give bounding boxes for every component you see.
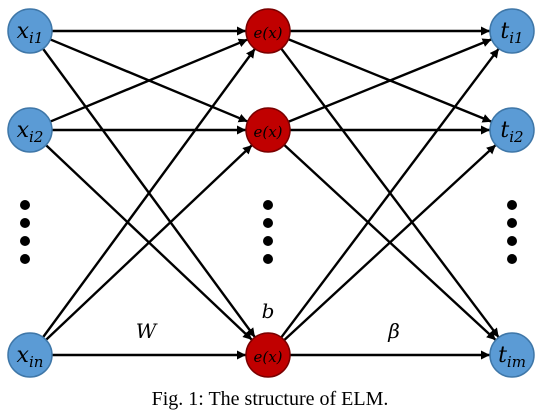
input-node-2-label: xi2 (17, 118, 44, 146)
edge-0-1-to-1-0 (49, 38, 249, 123)
nodes-group: xi1 xi2 xin e(x) e(x) e(x) ti1 ti2 tim (7, 8, 535, 378)
input-node-1-label: xi1 (17, 19, 44, 47)
edges-group (42, 26, 500, 360)
edge-0-2-to-1-1 (45, 144, 253, 341)
ellipsis-dot-layer2-0 (507, 200, 517, 210)
ellipsis-dot-layer2-1 (507, 218, 517, 228)
hidden-node-1-label: e(x) (253, 24, 282, 42)
input-weights-label: W (136, 319, 158, 343)
ellipsis-dot-layer1-1 (263, 218, 273, 228)
edge-0-2-to-1-0 (42, 48, 256, 338)
ellipsis-dot-layer0-0 (20, 200, 30, 210)
ellipsis-dot-layer0-2 (20, 236, 30, 246)
output-weights-label: β (387, 319, 400, 343)
edge-1-1-to-2-0 (287, 38, 493, 123)
hidden-node-2-label: e(x) (253, 123, 282, 141)
output-node-1-label: ti1 (500, 19, 523, 47)
input-node-2 (7, 107, 53, 153)
ellipsis-dot-layer1-0 (263, 200, 273, 210)
output-node-1 (489, 8, 535, 54)
output-node-2-label: ti2 (500, 118, 523, 146)
ellipsis-dot-layer1-3 (263, 254, 273, 264)
edge-1-2-to-2-1 (283, 144, 497, 341)
input-node-1 (7, 8, 53, 54)
input-node-3 (7, 332, 53, 378)
hidden-node-3-label: e(x) (253, 348, 282, 366)
hidden-node-1 (245, 8, 291, 54)
output-node-3-label: tim (498, 343, 526, 371)
input-node-3-label: xin (17, 343, 44, 371)
figure-caption: Fig. 1: The structure of ELM. (151, 388, 389, 410)
ellipsis-dot-layer0-3 (20, 254, 30, 264)
edge-1-2-to-2-0 (280, 47, 500, 339)
hidden-node-3 (245, 332, 291, 378)
ellipsis-group (20, 200, 517, 264)
output-node-2 (489, 107, 535, 153)
ellipsis-dot-layer0-1 (20, 218, 30, 228)
hidden-node-2 (245, 107, 291, 153)
output-node-3 (489, 332, 535, 378)
ellipsis-dot-layer2-3 (507, 254, 517, 264)
ellipsis-dot-layer2-2 (507, 236, 517, 246)
bias-label: b (262, 299, 275, 323)
ellipsis-dot-layer1-2 (263, 236, 273, 246)
